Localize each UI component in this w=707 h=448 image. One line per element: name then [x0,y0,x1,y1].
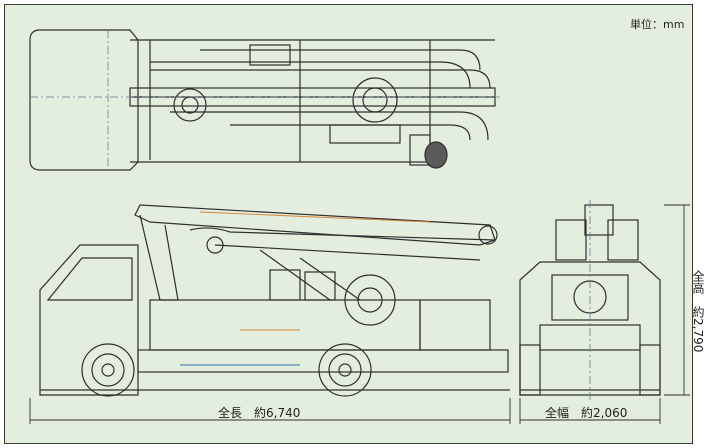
unit-label: 単位：mm [630,18,685,31]
overall-width-label: 全幅 約2,060 [545,406,628,420]
overall-height-label: 全高 約2,790 [691,270,705,353]
drawing-frame [4,4,693,444]
top-view [29,29,496,171]
center-lines [30,30,591,400]
side-view [39,204,510,397]
dimension-lines [29,204,690,424]
rear-tire-top [424,141,448,169]
overall-length-label: 全長 約6,740 [218,406,301,420]
